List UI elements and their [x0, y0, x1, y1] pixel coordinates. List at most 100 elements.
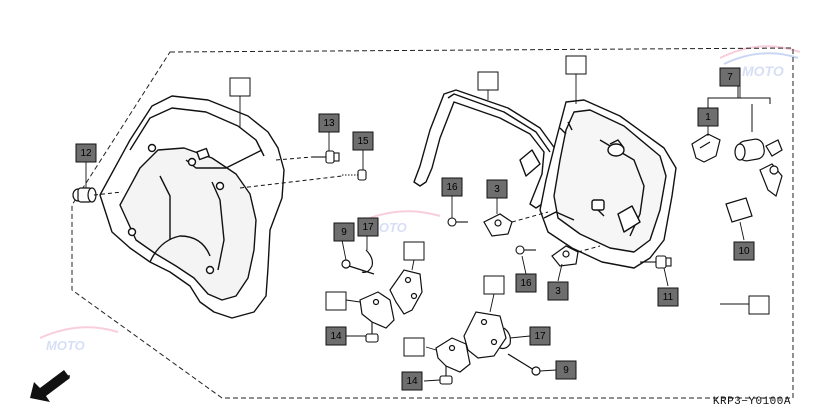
callout-box-rect	[401, 371, 423, 391]
bracket-part-3b	[551, 245, 579, 267]
callout-number: 15	[357, 136, 369, 147]
callout-11-c-11: 11	[657, 287, 679, 307]
callout-box-rect	[719, 67, 741, 87]
callout-box-rect	[733, 241, 755, 261]
callout-15-c-15: 15	[352, 131, 374, 151]
assembly-outline	[71, 47, 794, 399]
key-part	[759, 163, 783, 197]
callout-number: 12	[80, 148, 92, 159]
callout-10-c-10: 10	[733, 241, 755, 261]
callout-box-rect	[515, 273, 537, 293]
callout-box-rect	[529, 326, 551, 346]
callout-16-c-16a: 16	[441, 177, 463, 197]
callout-box-rect	[486, 179, 508, 199]
callout-blank-c-topcover	[229, 77, 251, 97]
callout-blank-c-bracket-a	[403, 241, 425, 261]
callout-number: 17	[362, 222, 374, 233]
leader-15-to-cover	[239, 175, 343, 189]
callout-17-c-17b: 17	[529, 326, 551, 346]
callout-13-c-13: 13	[318, 113, 340, 133]
part-code-label: KRP3−Y0100A	[712, 396, 791, 408]
callout-box-rect	[441, 177, 463, 197]
callout-box-rect	[325, 326, 347, 346]
callout-leaders	[85, 74, 749, 382]
callout-number: 9	[341, 227, 347, 238]
bolt-part-13	[312, 150, 340, 164]
top-cover-part	[99, 95, 285, 319]
pin-part-9b	[507, 353, 541, 376]
callout-box-rect	[483, 275, 505, 295]
callout-number: 14	[406, 376, 418, 387]
callout-3-c-3b: 3	[547, 281, 569, 301]
callout-9-c-9a: 9	[333, 222, 355, 242]
callout-box-rect	[229, 77, 251, 97]
screw-part-14b	[439, 366, 453, 385]
callout-12-c-12: 12	[75, 143, 97, 163]
callout-box-rect	[325, 291, 347, 311]
callout-number: 13	[323, 118, 335, 129]
callout-group: 7 1 12 13 15 16 3 9 17 14 16 3 10 11 17 9 14	[75, 55, 770, 391]
callout-blank-c-bracket-c	[483, 275, 505, 295]
callout-blank-c-frame-right	[565, 55, 587, 75]
screw-part-15	[342, 169, 367, 181]
lock-bracket-line	[707, 86, 771, 104]
callout-3-c-3a: 3	[486, 179, 508, 199]
callout-blank-c-frame-left	[477, 71, 499, 91]
leader-13-to-cover	[275, 156, 313, 161]
callout-number: 17	[534, 331, 546, 342]
callout-17-c-17a: 17	[357, 217, 379, 237]
callout-box-rect	[357, 217, 379, 237]
callout-box-rect	[565, 55, 587, 75]
screw-part-16a	[447, 217, 468, 227]
frame-left-part	[413, 89, 557, 209]
callout-box-rect	[555, 360, 577, 380]
hinge-part-d	[435, 337, 471, 373]
bolt-part-11	[640, 255, 672, 269]
callout-box-rect	[403, 241, 425, 261]
callout-box-rect	[318, 113, 340, 133]
callout-box-rect	[352, 131, 374, 151]
pad-part-10	[725, 197, 753, 223]
callout-box-rect	[748, 295, 770, 315]
callout-7-c-7: 7	[719, 67, 741, 87]
callout-number: 1	[705, 112, 711, 123]
callout-box-rect	[697, 107, 719, 127]
clip-part-17a	[361, 249, 373, 273]
frame-right-part	[519, 99, 677, 269]
callout-box-rect	[75, 143, 97, 163]
pin-part-9a	[341, 259, 375, 275]
screw-part-14a	[365, 322, 379, 343]
callout-number: 16	[520, 278, 532, 289]
screw-part-16b	[515, 245, 536, 255]
hinge-part-b	[359, 291, 395, 329]
lock-part-1-catch	[691, 133, 721, 163]
callout-number: 9	[563, 365, 569, 376]
callout-number: 14	[330, 331, 342, 342]
front-direction-arrow: FR.	[30, 367, 73, 402]
callout-number: 3	[494, 184, 500, 195]
callout-14-c-14a: 14	[325, 326, 347, 346]
watermark-text-left: MOTO	[46, 338, 85, 353]
callout-box-rect	[657, 287, 679, 307]
callout-number: 16	[446, 182, 458, 193]
callout-box-rect	[477, 71, 499, 91]
callout-blank-c-assembly	[748, 295, 770, 315]
watermark-logo-top: MOTO	[719, 45, 801, 79]
callout-16-c-16b: 16	[515, 273, 537, 293]
callout-box-rect	[403, 337, 425, 357]
callout-1-c-1: 1	[697, 107, 719, 127]
grommet-part-12	[72, 187, 97, 203]
callout-number: 11	[663, 292, 674, 303]
hinge-part-a	[389, 269, 423, 315]
leader-3a	[511, 211, 549, 223]
callout-box-rect	[333, 222, 355, 242]
callout-14-c-14b: 14	[401, 371, 423, 391]
callout-number: 3	[555, 286, 561, 297]
watermark-logo-left: MOTO	[39, 326, 119, 353]
watermark-text-top: MOTO	[742, 63, 784, 79]
callout-box-rect	[547, 281, 569, 301]
hinge-part-c	[463, 311, 507, 359]
callout-number: 10	[738, 246, 750, 257]
